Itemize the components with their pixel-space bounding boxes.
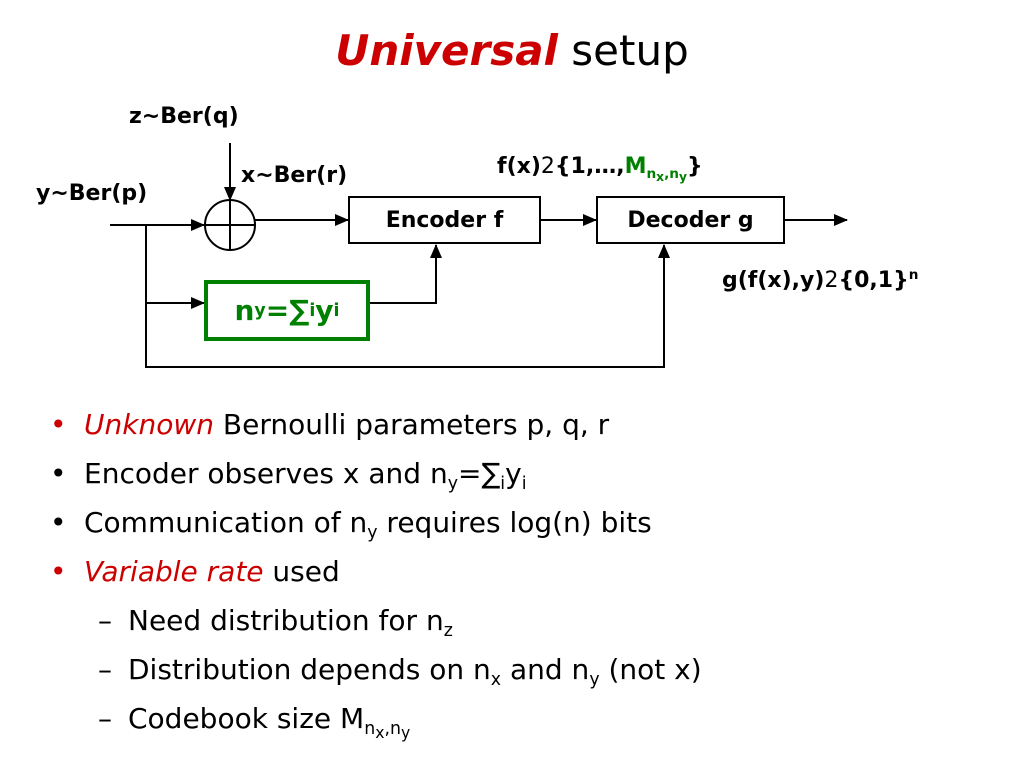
y-branch-to-decoder	[145, 244, 670, 368]
bullet-encoder-observes: Encoder observes x and ny=∑iyi	[48, 449, 702, 498]
decoder-output-label: g(f(x),y)2{0,1}n	[722, 266, 919, 293]
x-label: x~Ber(r)	[241, 163, 348, 188]
decoder-box: Decoder g	[596, 196, 785, 244]
subbullet-codebook-size: Codebook size Mnx,ny	[48, 694, 702, 743]
z-label: z~Ber(q)	[129, 104, 239, 129]
decoder-label: Decoder g	[627, 207, 754, 233]
encoder-label: Encoder f	[385, 207, 504, 233]
y-label: y~Ber(p)	[36, 181, 148, 206]
bullet-variable-rate: Variable rate used	[48, 547, 702, 596]
title-emphasis: Universal	[335, 26, 558, 75]
bullet-unknown-params: Unknown Bernoulli parameters p, q, r	[48, 400, 702, 449]
title-rest: setup	[557, 26, 689, 75]
y-branch-to-ny	[145, 225, 205, 309]
encoder-output-label: f(x)2{1,…,Mnx,ny}	[497, 154, 703, 184]
bullet-communication: Communication of ny requires log(n) bits	[48, 498, 702, 547]
encoder-box: Encoder f	[348, 196, 541, 244]
ny-to-encoder-line	[370, 244, 442, 304]
bullet-list: Unknown Bernoulli parameters p, q, r Enc…	[48, 400, 702, 743]
subbullet-distribution-depends: Distribution depends on nx and ny (not x…	[48, 645, 702, 694]
subbullet-need-distribution: Need distribution for nz	[48, 596, 702, 645]
page-title: Universal setup	[0, 26, 1024, 75]
